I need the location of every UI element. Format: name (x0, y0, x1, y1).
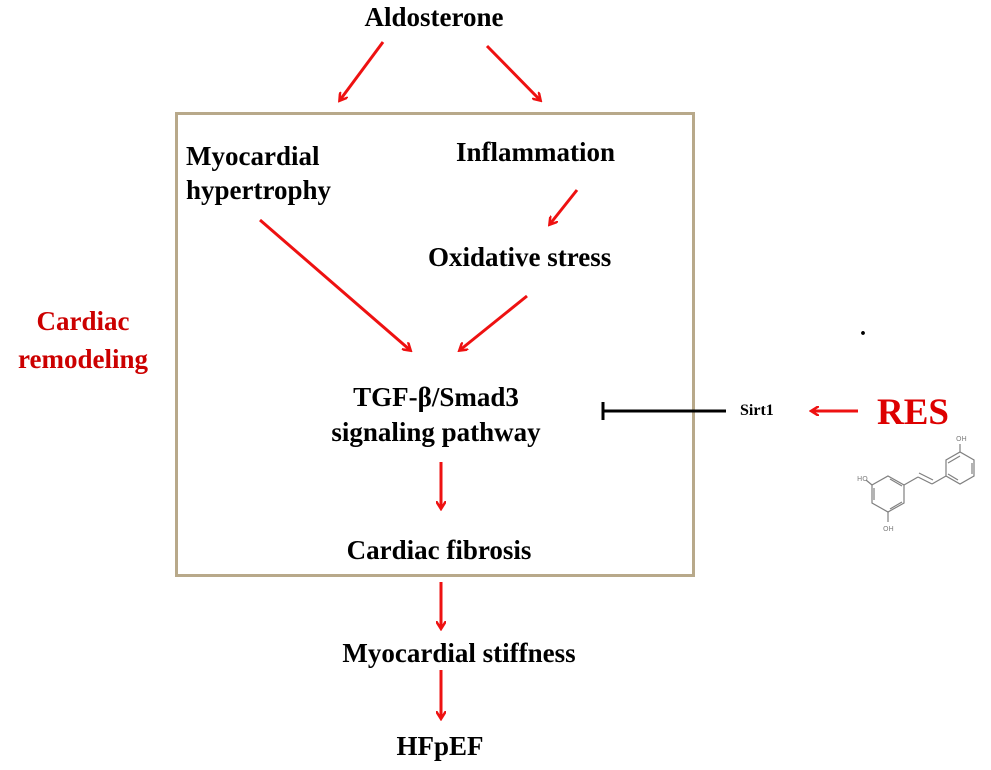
node-myocardial-hypertrophy-line2: hypertrophy (186, 175, 332, 205)
node-aldosterone: Aldosterone (364, 2, 504, 32)
molecule-oh-bottom: OH (883, 525, 894, 533)
node-oxidative-stress: Oxidative stress (428, 242, 612, 272)
arrow-hypertrophy-to-tgf (259, 218, 410, 350)
node-tgf-smad3-pathway: TGF-β/Smad3 signaling pathway (331, 380, 540, 450)
node-hfpef: HFpEF (396, 731, 484, 761)
node-tgf-line2: signaling pathway (331, 417, 541, 447)
arrow-oxidative-stress-to-tgf (460, 294, 528, 350)
node-myocardial-hypertrophy-line1: Myocardial (186, 141, 320, 171)
arrow-aldosterone-to-hypertrophy (340, 41, 385, 100)
arrow-inflammation-to-oxidative-stress (550, 189, 579, 224)
arrow-aldosterone-to-inflammation (485, 44, 540, 100)
side-label-line2: remodeling (18, 344, 148, 374)
side-label-line1: Cardiac (36, 306, 130, 336)
node-res: RES (877, 392, 949, 433)
node-myocardial-hypertrophy: Myocardial hypertrophy (186, 139, 331, 207)
molecule-oh-left: HO (857, 475, 868, 483)
stray-dot: . (860, 315, 866, 341)
node-sirt1: Sirt1 (740, 402, 774, 419)
resveratrol-structure (865, 444, 975, 522)
node-myocardial-stiffness: Myocardial stiffness (342, 638, 576, 668)
node-inflammation: Inflammation (456, 137, 616, 167)
node-tgf-line1: TGF-β/Smad3 (353, 382, 519, 412)
node-cardiac-fibrosis: Cardiac fibrosis (346, 535, 532, 565)
side-label-cardiac-remodeling: Cardiac remodeling (18, 302, 148, 378)
molecule-oh-top: OH (956, 435, 967, 443)
cardiac-remodeling-box (175, 112, 695, 577)
